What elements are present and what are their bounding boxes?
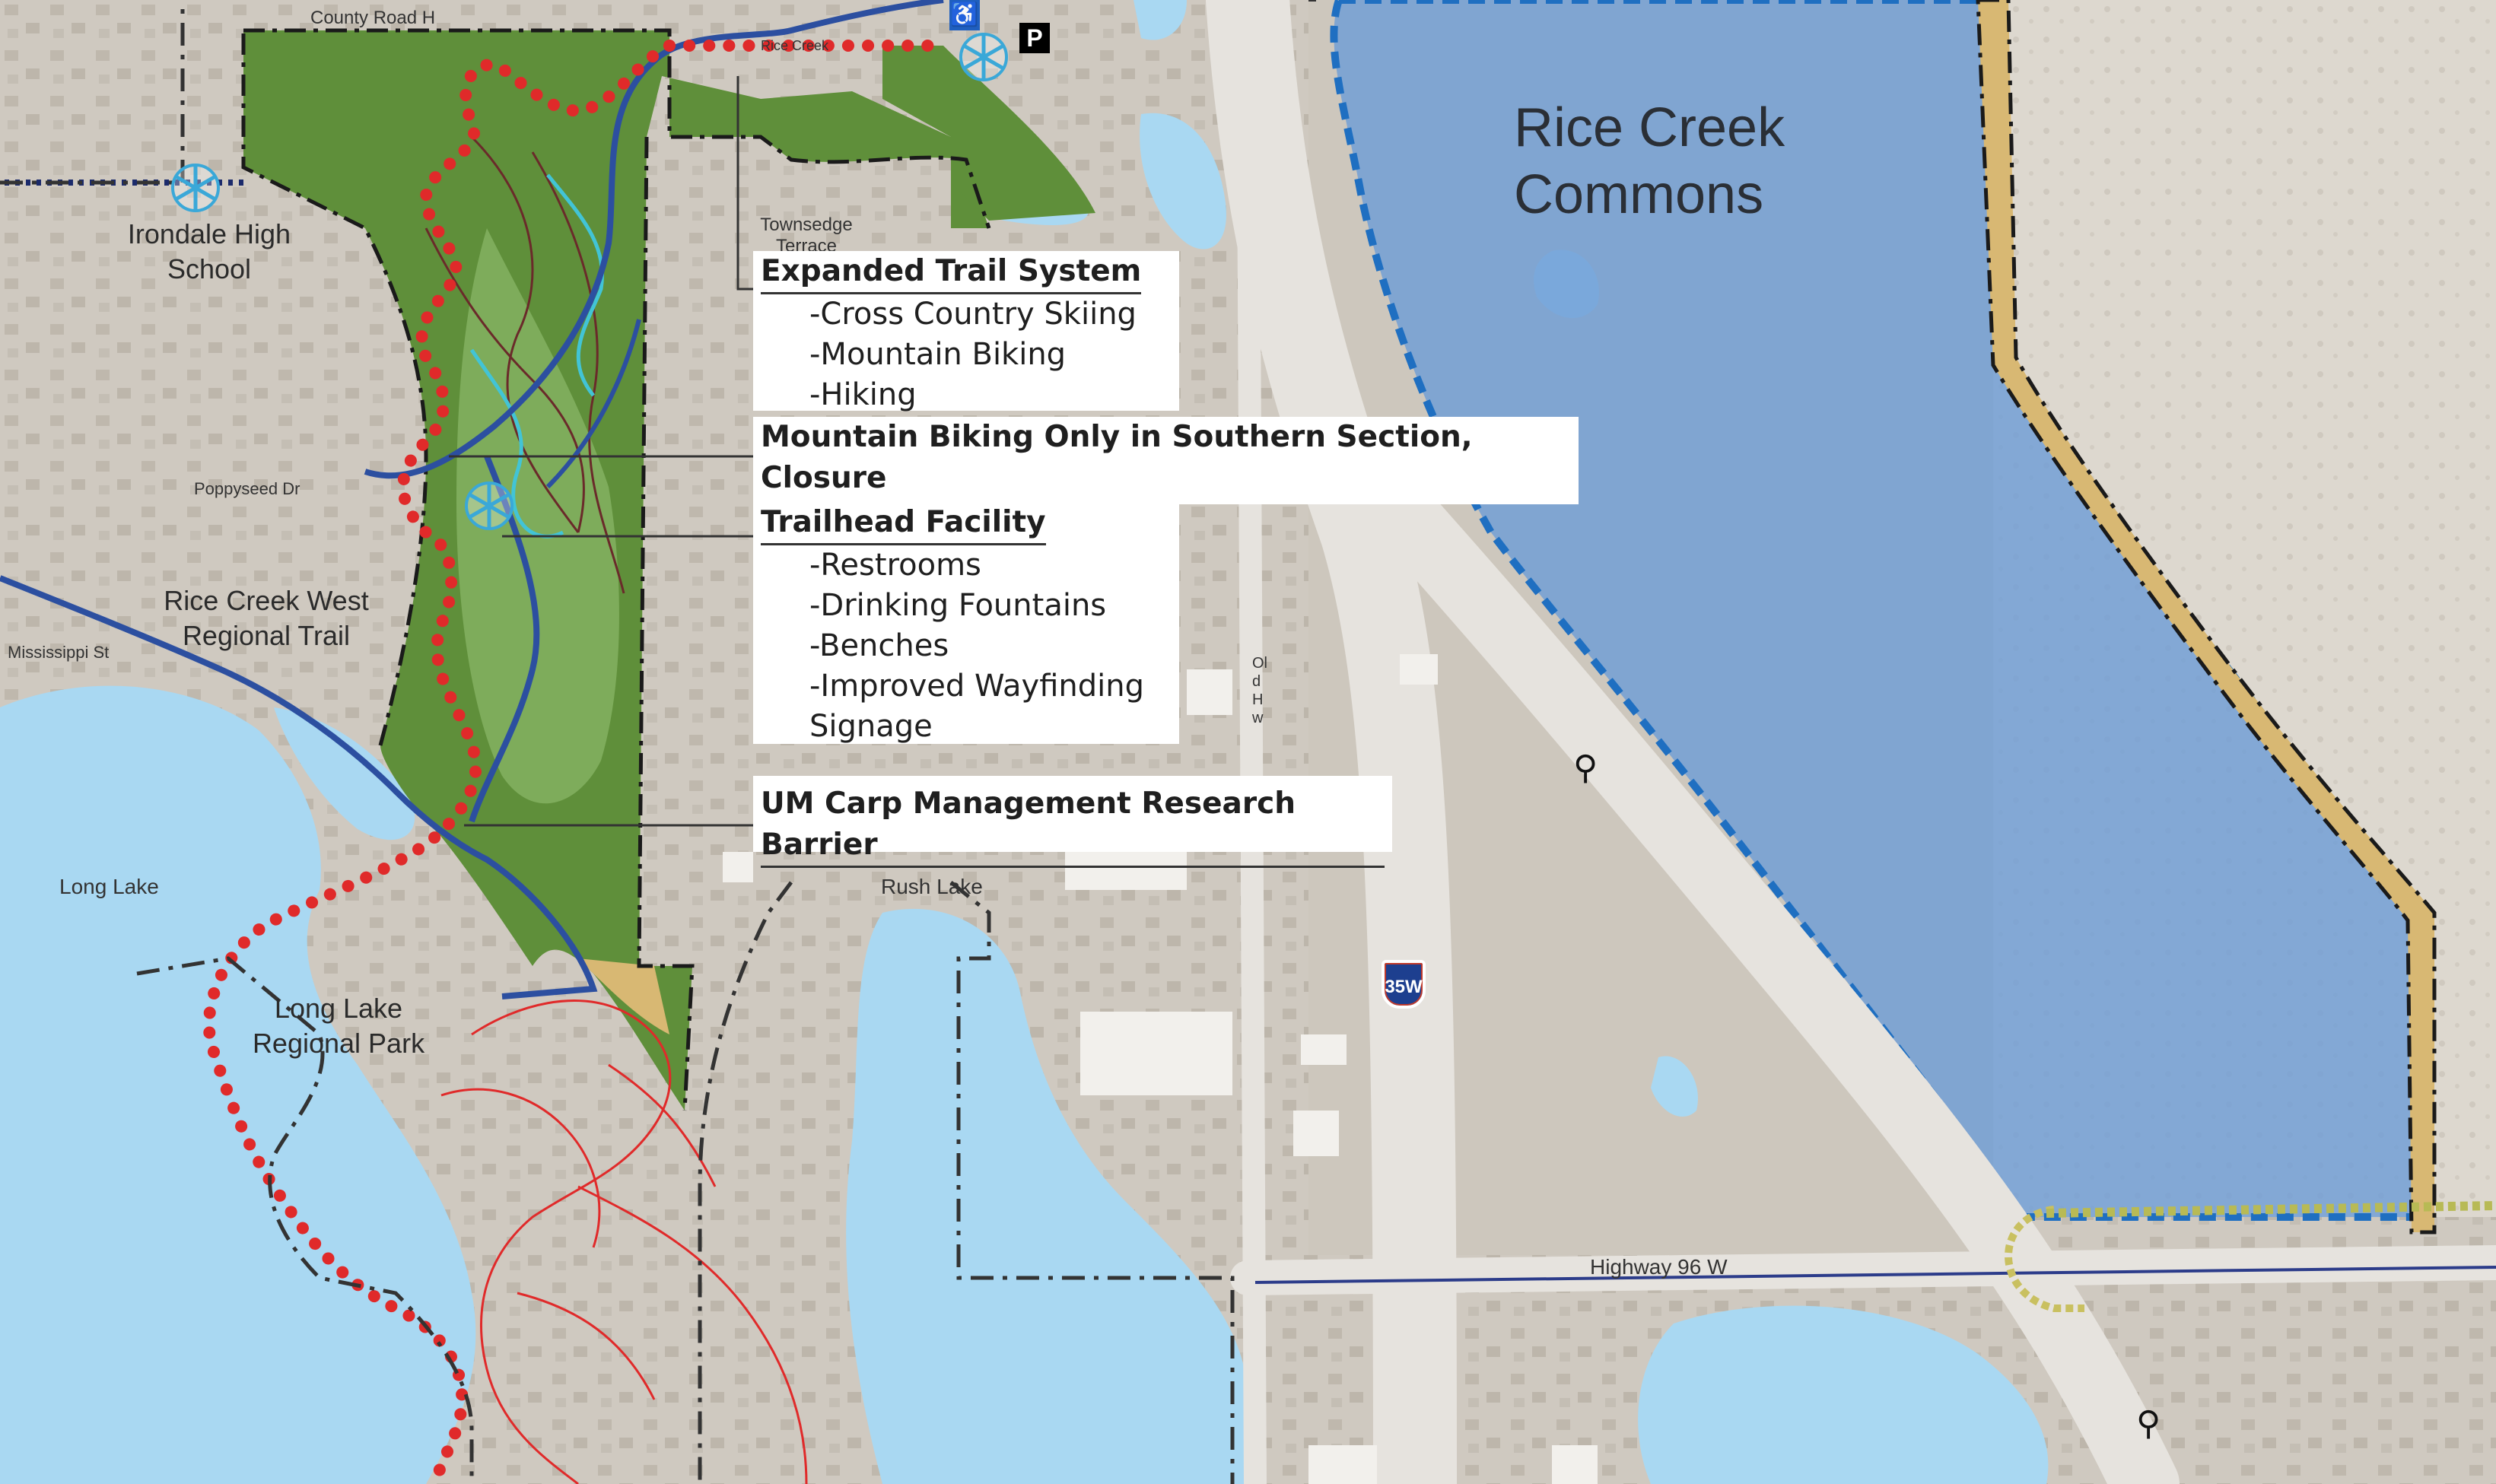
trailhead-snowflake-icon [959,33,1008,81]
east-corridor [1976,0,2437,1235]
label-irondale: Irondale High School [127,218,291,284]
callout-trail-item: -Cross Country Skiing [809,297,1137,332]
label-county-road-h: County Road H [310,8,436,28]
north-pond-2 [1134,0,1187,40]
buildings [723,654,1598,1484]
callout-trailhead-item: -Improved Wayfinding [809,669,1144,704]
trailhead-snowflake-icon [465,481,514,530]
callout-trailhead-item: Signage [809,709,933,744]
label-long-lake-park: Long Lake Regional Park [252,993,425,1059]
highways [1206,0,2496,1484]
label-rush-lake: Rush Lake [881,875,983,898]
callout-trail-system-title: Expanded Trail System [761,251,1172,294]
callout-trailhead: Trailhead Facility -Restrooms -Drinking … [753,502,1179,744]
label-rice-creek-commons: Rice Creek Commons [1514,97,1785,225]
parking-icon: P [1019,23,1050,53]
label-old-hwy: Old Hw [1252,655,1267,726]
label-highway-96: Highway 96 W [1590,1255,1728,1279]
interchange-ring-top [2046,1201,2496,1218]
callout-trailhead-item: -Drinking Fountains [809,588,1107,623]
long-lake-north-arm [274,707,415,841]
i35w-road [1206,0,1457,1484]
interchange-ring [2005,1206,2084,1312]
highway-96-line [1254,1266,2496,1284]
north-green-upper [882,46,1095,221]
callout-mountain-biking-line1: Mountain Biking Only in Southern Section… [761,420,1473,495]
callout-trailhead-title: Trailhead Facility [761,502,1172,545]
callout-trailhead-item: -Restrooms [809,548,981,583]
trailhead-snowflake-icon [171,164,220,212]
label-long-lake: Long Lake [59,875,159,898]
rush-lake [846,908,1248,1484]
highway-96-road [1230,1245,2496,1295]
callout-carp-barrier: UM Carp Management Research Barrier [753,776,1392,868]
rice-creek-commons-area [1330,0,2431,1221]
interstate-35w-shield: 35W [1382,960,1426,1009]
callout-trail-item: -Mountain Biking [809,337,1067,372]
long-lake-park-trails [440,999,808,1484]
callout-trailhead-item: -Benches [809,628,949,663]
label-poppyseed: Poppyseed Dr [194,479,300,498]
bicycle-icon: ⚲ [1573,749,1598,786]
callout-trail-item: -Hiking [809,377,917,412]
callout-mountain-biking: Mountain Biking Only in Southern Section… [753,417,1579,536]
label-rice-creek-west: Rice Creek West Regional Trail [164,585,369,651]
accessible-icon: ♿ [949,0,980,30]
inner-creeks [469,173,604,539]
regional-trail-dots [202,40,949,1484]
south-lake [1638,1305,2049,1484]
old-hwy-road [1236,0,1267,1484]
pond-residential [1651,1056,1698,1117]
park-south-tan [578,958,669,1034]
rice-creek-east [545,319,641,489]
callout-trail-system: Expanded Trail System -Cross Country Ski… [753,251,1179,412]
park-lighter [456,228,619,804]
label-rice-creek-small: Rice Creek [761,38,829,53]
park-boundary [241,28,991,1111]
north-pond [1140,113,1226,249]
callout-carp-title: UM Carp Management Research Barrier [761,783,1385,868]
bicycle-icon: ⚲ [2136,1405,2161,1442]
rice-creek [0,0,944,999]
label-mississippi: Mississippi St [8,643,110,662]
